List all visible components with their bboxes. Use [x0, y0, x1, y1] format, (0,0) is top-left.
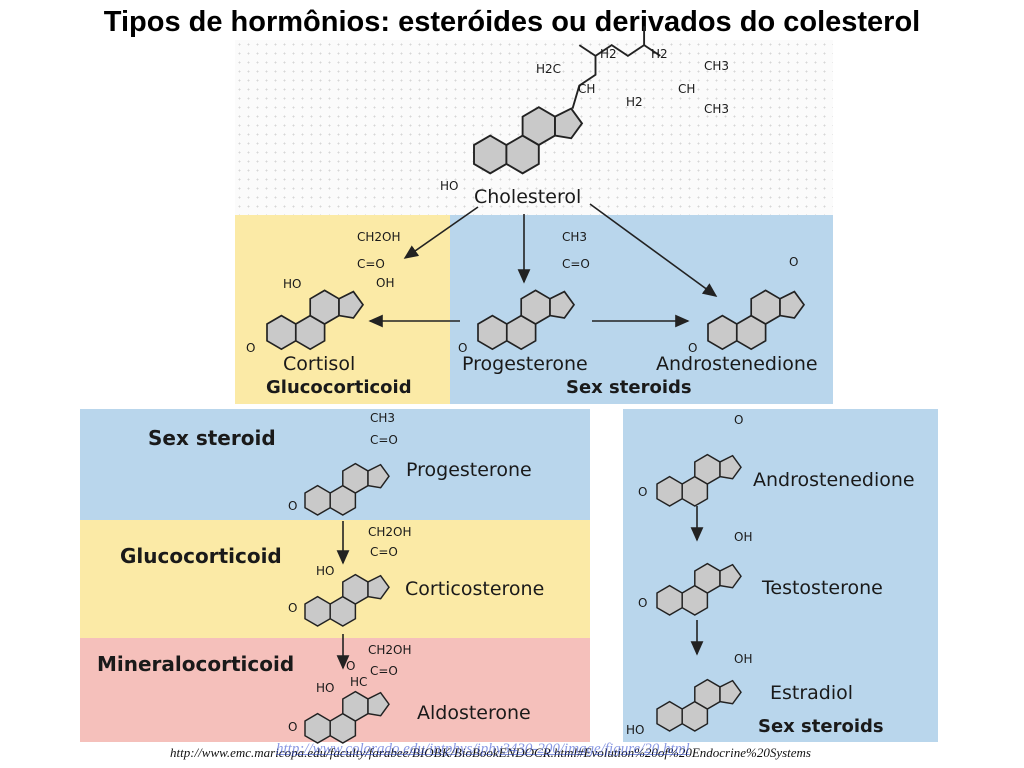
group-ho: HO	[316, 681, 334, 695]
group-ho: HO	[283, 277, 301, 291]
group-o: O	[638, 596, 647, 610]
group-ch2oh: CH2OH	[368, 643, 412, 657]
group-o: O	[789, 255, 798, 269]
source-link[interactable]: http://www.emc.maricopa.edu/faculty/fara…	[170, 741, 1020, 761]
label-corticosterone: Corticosterone	[405, 578, 545, 600]
label-cholesterol: Cholesterol	[474, 186, 582, 208]
label-glucocorticoid-lower: Glucocorticoid	[120, 544, 282, 568]
label-cortisol: Cortisol	[283, 353, 356, 375]
group-ch: CH	[578, 82, 595, 96]
group-oh: OH	[734, 652, 752, 666]
group-c-o: C=O	[370, 664, 398, 678]
estrogen-pathway-panel	[623, 409, 938, 742]
label-sex-steroids: Sex steroids	[566, 377, 692, 398]
group-c-o: C=O	[562, 257, 590, 271]
group-o: O	[288, 499, 297, 513]
group-o: O	[346, 659, 355, 673]
group-o: O	[688, 341, 697, 355]
page-title: Tipos de hormônios: esteróides ou deriva…	[103, 6, 921, 38]
cholesterol-structure	[473, 26, 661, 175]
group-o: O	[734, 413, 743, 427]
group-ch3: CH3	[562, 230, 587, 244]
group-h2: H2	[651, 47, 668, 61]
group-c-o: C=O	[370, 433, 398, 447]
group-c-o: C=O	[370, 545, 398, 559]
group-ch3: CH3	[704, 102, 729, 116]
label-glucocorticoid: Glucocorticoid	[266, 377, 412, 398]
group-o: O	[458, 341, 467, 355]
label-androstenedione: Androstenedione	[656, 353, 818, 375]
estradiol-structure	[656, 678, 742, 732]
group-oh: OH	[376, 276, 394, 290]
group-oh: OH	[734, 530, 752, 544]
group-ho: HO	[626, 723, 644, 737]
group-ch: CH	[678, 82, 695, 96]
group-h2: H2	[626, 95, 643, 109]
group-ch3: CH3	[704, 59, 729, 73]
label-sex-steroid: Sex steroid	[148, 426, 276, 450]
overlay-url-text[interactable]: http://www.colorado.edu/intphys/iphy3430…	[276, 741, 690, 757]
group-hc: HC	[350, 675, 367, 689]
group-o: O	[288, 601, 297, 615]
label-androstenedione-lower: Androstenedione	[753, 469, 915, 491]
group-ch3: CH3	[370, 411, 395, 425]
label-estradiol: Estradiol	[770, 682, 854, 704]
group-o: O	[638, 485, 647, 499]
label-progesterone-lower: Progesterone	[406, 459, 532, 481]
label-aldosterone: Aldosterone	[417, 702, 531, 724]
arrow-cholesterol-to-androstenedione	[589, 203, 718, 297]
label-progesterone: Progesterone	[462, 353, 588, 375]
label-mineralocorticoid: Mineralocorticoid	[97, 652, 295, 676]
group-o: O	[246, 341, 255, 355]
testosterone-structure	[656, 562, 742, 616]
group-h2c: H2C	[536, 62, 561, 76]
group-o: O	[288, 720, 297, 734]
label-sex-steroids-lower: Sex steroids	[758, 716, 884, 737]
group-ch2oh: CH2OH	[368, 525, 412, 539]
androstenedione-lower-structure	[656, 453, 742, 507]
arrow-cholesterol-to-cortisol	[403, 206, 479, 259]
source-url-text[interactable]: http://www.emc.maricopa.edu/faculty/fara…	[170, 745, 811, 760]
label-testosterone: Testosterone	[762, 577, 883, 599]
group-h2: H2	[600, 47, 617, 61]
group-c-o: C=O	[357, 257, 385, 271]
group-ho: HO	[316, 564, 334, 578]
group-ch2oh: CH2OH	[357, 230, 401, 244]
group-ho: HO	[440, 179, 458, 193]
